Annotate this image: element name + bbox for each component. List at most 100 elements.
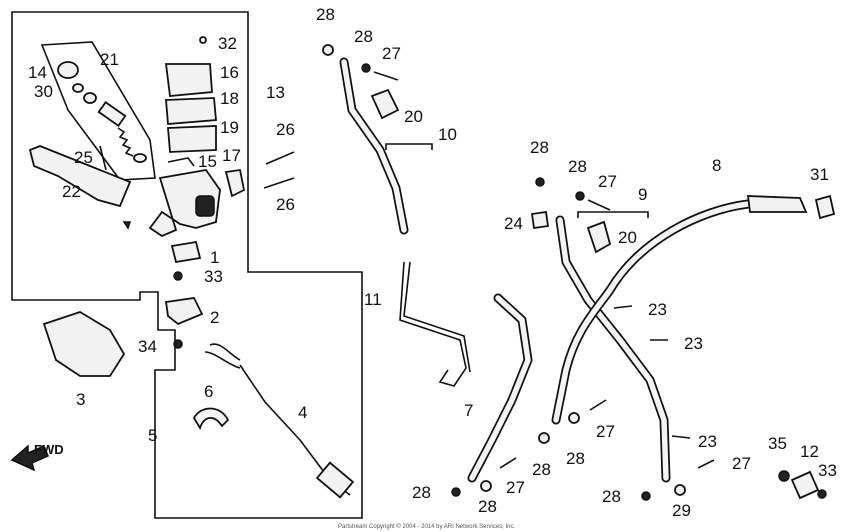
- bolt-27-b: [587, 199, 611, 211]
- piston-body: [97, 100, 127, 128]
- callout-28-j: 29: [672, 501, 691, 520]
- brake-lever-22: [28, 145, 132, 208]
- washer-28-j: [641, 491, 651, 501]
- fwd-indicator: FWD: [10, 442, 64, 472]
- clip-15: [167, 157, 195, 167]
- fitting-8: [746, 195, 808, 213]
- callout-27-c: 27: [596, 422, 615, 441]
- connector-4: [315, 461, 355, 499]
- washer-29: [72, 83, 84, 93]
- callout-31: 32: [218, 34, 237, 53]
- pipe-11: [399, 261, 471, 387]
- callout-6: 6: [204, 382, 213, 401]
- cylinder-bore: [195, 195, 215, 217]
- washer-28-f: [568, 412, 580, 424]
- washer-28-i: [674, 484, 686, 496]
- master-cylinder-parts: [28, 36, 295, 238]
- callout-20-a: 20: [404, 107, 423, 126]
- bolt-27-e: [697, 459, 715, 469]
- callout-2: 2: [210, 308, 219, 327]
- screw-33a: [173, 271, 183, 281]
- callout-29: 30: [34, 82, 53, 101]
- callout-28-h: 28: [478, 497, 497, 516]
- diaphragm-19: [167, 125, 217, 153]
- hardware: [322, 44, 836, 501]
- screw-32: [817, 489, 827, 499]
- washer-28-h: [451, 487, 461, 497]
- master-cylinder-group-outline: [11, 11, 363, 519]
- harness-wires: [204, 343, 241, 369]
- callout-24: 24: [504, 214, 523, 233]
- callout-7: 7: [464, 401, 473, 420]
- master-cylinder-body: [148, 169, 221, 238]
- screw-31: [199, 36, 207, 44]
- boot-14: [57, 61, 79, 79]
- screw-33b: [173, 339, 183, 349]
- callout-27-e: 27: [732, 454, 751, 473]
- fitting-24: [530, 210, 550, 230]
- callout-22: 22: [62, 182, 81, 201]
- callout-28-b: 28: [354, 27, 373, 46]
- cap-20-b: [586, 220, 612, 254]
- nut-34: [778, 470, 790, 482]
- washer-28-c: [535, 177, 545, 187]
- callout-12: 12: [800, 442, 819, 461]
- callout-27-d: 27: [506, 478, 525, 497]
- callout-33-a: 33: [204, 267, 223, 286]
- plate-18: [165, 97, 217, 125]
- callout-20-b: 20: [618, 228, 637, 247]
- callout-28-a: 28: [316, 5, 335, 24]
- spring: [117, 127, 134, 157]
- callout-10: 10: [438, 125, 457, 144]
- callout-19: 19: [220, 118, 239, 137]
- clip-23-a: [613, 305, 633, 309]
- piston-part: [83, 92, 97, 104]
- callout-28-e: 28: [532, 460, 551, 479]
- callout-13: 13: [266, 83, 285, 102]
- fwd-label: FWD: [34, 442, 64, 457]
- bolt-27-a: [373, 71, 399, 81]
- callout-11: 11: [364, 290, 382, 309]
- callout-28-i: 28: [602, 487, 621, 506]
- copyright-notice: Partstream Copyright © 2004 - 2014 by AR…: [338, 523, 515, 530]
- callout-33-b: 34: [138, 337, 157, 356]
- callout-27-a: 27: [382, 44, 401, 63]
- callout-23-b: 23: [684, 334, 703, 353]
- callout-21: 21: [100, 50, 119, 69]
- bracket-2: [164, 297, 204, 326]
- callout-18: 18: [220, 89, 239, 108]
- callout-34: 35: [768, 434, 787, 453]
- callout-28-g: 28: [412, 483, 431, 502]
- callout-8: 8: [712, 156, 721, 175]
- washer-28-a: [322, 44, 334, 56]
- callout-28-c: 28: [530, 138, 549, 157]
- cap-20-a: [370, 88, 400, 120]
- callout-26-a: 26: [276, 120, 295, 139]
- switch-1: [170, 240, 202, 264]
- cup: [133, 153, 147, 163]
- screw-35: [122, 221, 132, 230]
- callout-28-f: 28: [566, 449, 585, 468]
- pivot-bolt-25: [99, 145, 107, 171]
- switch-harness-parts: [164, 240, 355, 499]
- callout-28-d: 28: [568, 157, 587, 176]
- callout-1: 1: [210, 248, 219, 267]
- callout-9: 9: [638, 185, 647, 204]
- callout-25: 25: [74, 148, 93, 167]
- fwd-arrow: [10, 444, 49, 472]
- hose-9-bracket: [577, 211, 649, 218]
- callout-30: 31: [810, 165, 829, 184]
- bolt-26a: [265, 151, 295, 165]
- hose-10-bracket: [385, 143, 433, 150]
- piston-kit-outline: [40, 41, 156, 181]
- callout-23-c: 23: [698, 432, 717, 451]
- caliper-part-12: [790, 470, 820, 500]
- cover-3: [42, 311, 126, 377]
- clip-23-c: [671, 435, 691, 439]
- callout-23-a: 23: [648, 300, 667, 319]
- callout-32: 33: [818, 461, 837, 480]
- callout-27-b: 27: [598, 172, 617, 191]
- callout-numbers: 1 2 3 4 5 6 7 8 9 10 11 12 13 14 15 16 1…: [28, 5, 837, 520]
- band-6: [192, 407, 230, 431]
